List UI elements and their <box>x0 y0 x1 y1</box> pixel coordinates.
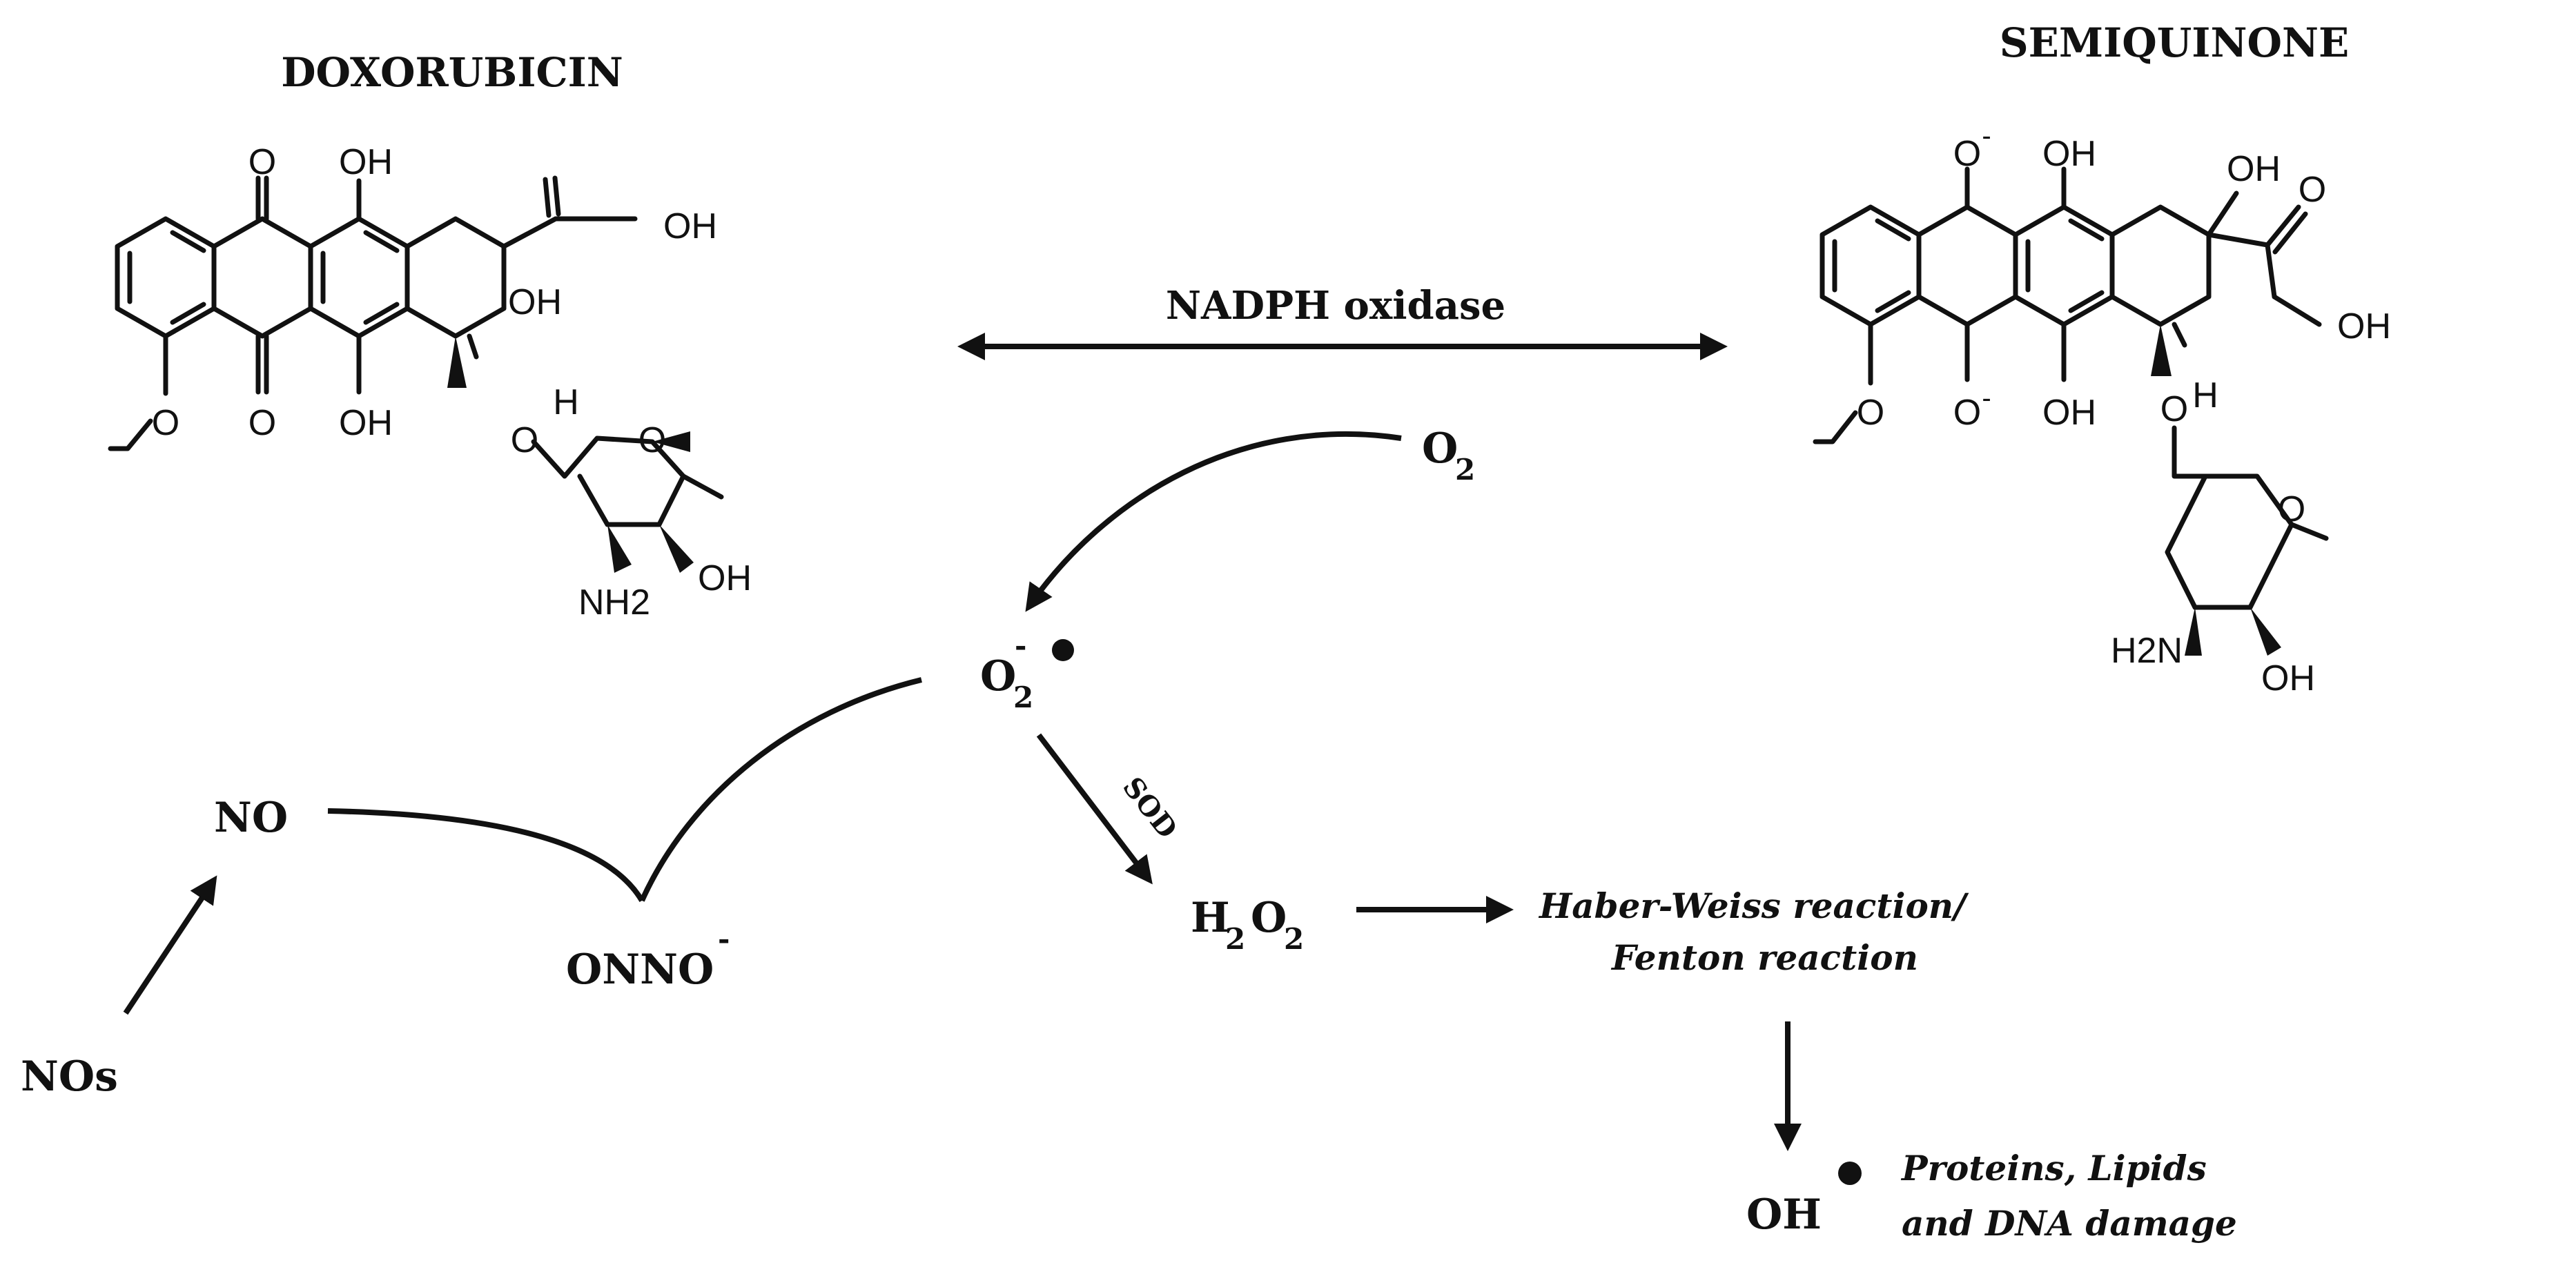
doxorubicin-title: DOXORUBICIN <box>281 49 623 96</box>
fenton-label: Fenton reaction <box>1610 937 1918 978</box>
semi-atom-oh-sugar: OH <box>2261 658 2315 698</box>
svg-text:O: O <box>1422 424 1458 473</box>
nadph-oxidase-label: NADPH oxidase <box>1166 283 1505 329</box>
no-curve <box>327 808 645 903</box>
semi-atom-o-sugar: O <box>2278 489 2305 529</box>
doxorubicin-ring-d <box>404 216 507 339</box>
semi-atom-oh-side: OH <box>2337 306 2391 346</box>
dox-atom-oh-sugar: OH <box>698 558 752 598</box>
damage-line-1: Proteins, Lipids <box>1900 1148 2207 1188</box>
svg-text:2: 2 <box>1284 922 1304 956</box>
svg-text:O: O <box>980 652 1016 701</box>
radical-dot <box>1052 639 1074 661</box>
semi-atom-nh2: H2N <box>2111 631 2183 671</box>
haber-weiss-label: Haber-Weiss reaction/ <box>1538 885 1969 926</box>
svg-text:-: - <box>718 922 730 956</box>
doxorubicin-ring-c <box>308 216 410 339</box>
semi-atom-o-link: O <box>2160 389 2188 429</box>
semi-atom-o-keto: O <box>2299 170 2326 210</box>
semiquinone-ring-a <box>1819 204 1922 327</box>
oh-radical-dot <box>1838 1162 1862 1185</box>
semiquinone-sugar-ring <box>2165 425 2329 656</box>
doxorubicin-ring-a <box>115 216 217 339</box>
oxygen-to-superoxide-arrow <box>1025 431 1402 612</box>
sod-arrow <box>1036 733 1153 885</box>
dox-atom-oh2: OH <box>339 403 393 443</box>
hydrogen-peroxide-label: H 2 O 2 <box>1191 894 1304 956</box>
sod-label: SOD <box>1116 771 1184 844</box>
dox-atom-o-link: O <box>511 420 538 460</box>
nos-label: NOs <box>21 1052 118 1101</box>
doxorubicin-sugar-ring <box>531 431 724 573</box>
dox-atom-nh2: NH2 <box>578 582 650 623</box>
svg-text:2: 2 <box>1225 922 1245 956</box>
svg-text:-: - <box>1015 629 1026 663</box>
dox-atom-ome: O <box>152 403 179 443</box>
semi-atom-o-minus2: O <box>1953 393 1981 433</box>
no-label: NO <box>214 794 288 842</box>
oxygen-label: O 2 <box>1422 424 1475 487</box>
semiquinone-ring-c <box>2013 204 2115 327</box>
peroxynitrite-label: ONNO - <box>566 922 730 994</box>
svg-text:2: 2 <box>1013 681 1033 714</box>
doxorubicin-structure: DOXORUBICIN <box>108 49 752 623</box>
dox-atom-o-sugar: O <box>638 420 666 460</box>
dox-atom-oh-ring: OH <box>508 282 562 322</box>
semi-atom-o-minus1: O <box>1953 134 1981 174</box>
semi-atom-oh2: OH <box>2042 393 2096 433</box>
semi-charge-2: - <box>1982 383 1991 413</box>
dox-atom-oh1: OH <box>339 142 393 182</box>
superoxide-curve <box>639 677 922 902</box>
semiquinone-structure: SEMIQUINONE <box>1813 19 2391 698</box>
svg-text:2: 2 <box>1455 453 1475 487</box>
dox-atom-oh-side: OH <box>663 206 717 246</box>
svg-text:H: H <box>1191 894 1230 942</box>
dox-atom-h: H <box>553 382 579 422</box>
nos-to-no-arrow <box>123 875 217 1015</box>
dox-atom-o1: O <box>248 142 276 182</box>
hydroxyl-radical-label: OH <box>1746 1162 1862 1239</box>
semi-atom-oh1: OH <box>2042 134 2096 174</box>
semiquinone-title: SEMIQUINONE <box>2000 19 2349 66</box>
superoxide-label: O 2 - <box>980 629 1074 714</box>
svg-text:OH: OH <box>1746 1191 1822 1239</box>
svg-text:ONNO: ONNO <box>566 946 714 994</box>
semi-atom-ome: O <box>1857 393 1884 433</box>
svg-text:O: O <box>1251 894 1287 942</box>
semi-atom-oh-ring: OH <box>2227 149 2281 189</box>
semi-atom-h: H <box>2192 375 2218 415</box>
semi-charge-1: - <box>1982 121 1991 151</box>
damage-line-2: and DNA damage <box>1902 1203 2237 1244</box>
dox-atom-o2: O <box>248 403 276 443</box>
doxorubicin-ring-b <box>211 216 313 339</box>
